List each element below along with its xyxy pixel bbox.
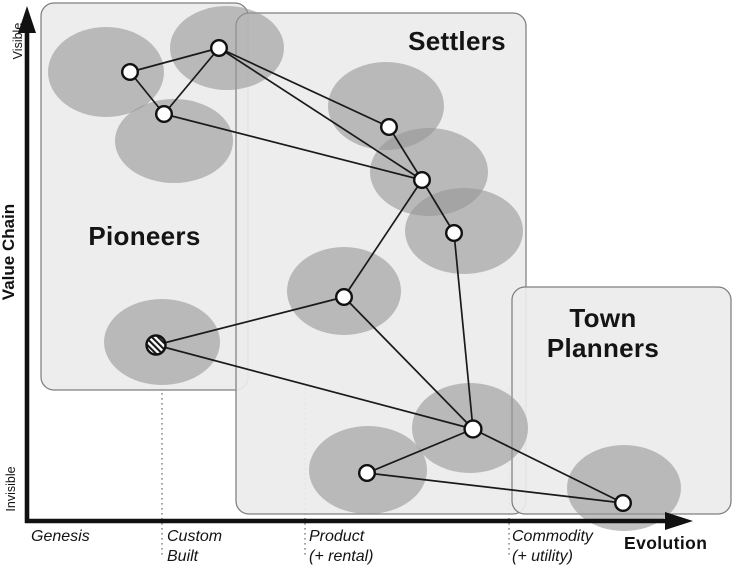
map-edge xyxy=(163,113,423,181)
component-blob xyxy=(328,62,444,150)
map-node-C xyxy=(154,104,173,123)
map-edge xyxy=(366,472,624,504)
map-node-I xyxy=(463,419,483,439)
component-blob xyxy=(48,27,164,117)
zone-title-settlers: Settlers xyxy=(408,26,506,56)
component-blob xyxy=(115,99,233,183)
x-axis-stage-label-custom-built: Custom Built xyxy=(167,527,222,566)
stage-label-line: Custom xyxy=(167,528,223,545)
map-edge xyxy=(129,71,165,115)
map-node-E xyxy=(413,170,432,189)
map-node-B xyxy=(209,39,228,58)
stage-label-line: (+ utility) xyxy=(512,547,573,565)
stage-label-line: Genesis xyxy=(31,528,90,545)
map-node-J xyxy=(358,464,377,483)
x-axis-title: Evolution xyxy=(624,533,708,553)
map-node-hatched xyxy=(145,334,167,356)
stage-label-line: Built xyxy=(167,547,199,565)
map-edge xyxy=(218,47,423,181)
map-node-D xyxy=(380,117,399,136)
y-axis-visible-label: Visible xyxy=(11,22,25,60)
y-axis-title: Value Chain xyxy=(0,203,18,301)
map-edge xyxy=(343,296,474,430)
map-node-A xyxy=(120,62,139,81)
stage-label-line: Commodity xyxy=(512,528,593,545)
stage-label-line: Product xyxy=(309,528,365,545)
x-axis-stage-label-commodity: Commodity (+ utility) xyxy=(512,527,593,566)
map-edge xyxy=(129,47,220,73)
map-edge xyxy=(366,428,474,474)
map-edge xyxy=(155,344,474,430)
x-axis-stage-label-product: Product (+ rental) xyxy=(309,527,373,566)
component-blob xyxy=(567,445,681,531)
map-edge xyxy=(421,179,455,234)
zone-title-pioneers: Pioneers xyxy=(88,221,201,251)
map-node-G xyxy=(335,288,354,307)
map-edge xyxy=(218,47,390,128)
map-edge xyxy=(388,126,423,181)
x-axis-arrowhead-icon xyxy=(665,512,693,530)
y-axis-invisible-label: Invisible xyxy=(4,466,18,512)
map-edge xyxy=(343,179,423,298)
x-axis-stage-label-genesis: Genesis xyxy=(31,527,90,547)
map-node-K xyxy=(614,494,633,513)
zone-title-town-planners: Town Planners xyxy=(546,303,660,363)
map-node-F xyxy=(445,223,464,242)
map-edge xyxy=(163,47,220,115)
stage-label-line: (+ rental) xyxy=(309,547,374,565)
map-edge xyxy=(472,428,624,504)
component-blob xyxy=(405,188,523,274)
y-axis-arrowhead-icon xyxy=(18,6,36,33)
map-edge xyxy=(155,296,345,346)
map-edge xyxy=(453,232,474,430)
